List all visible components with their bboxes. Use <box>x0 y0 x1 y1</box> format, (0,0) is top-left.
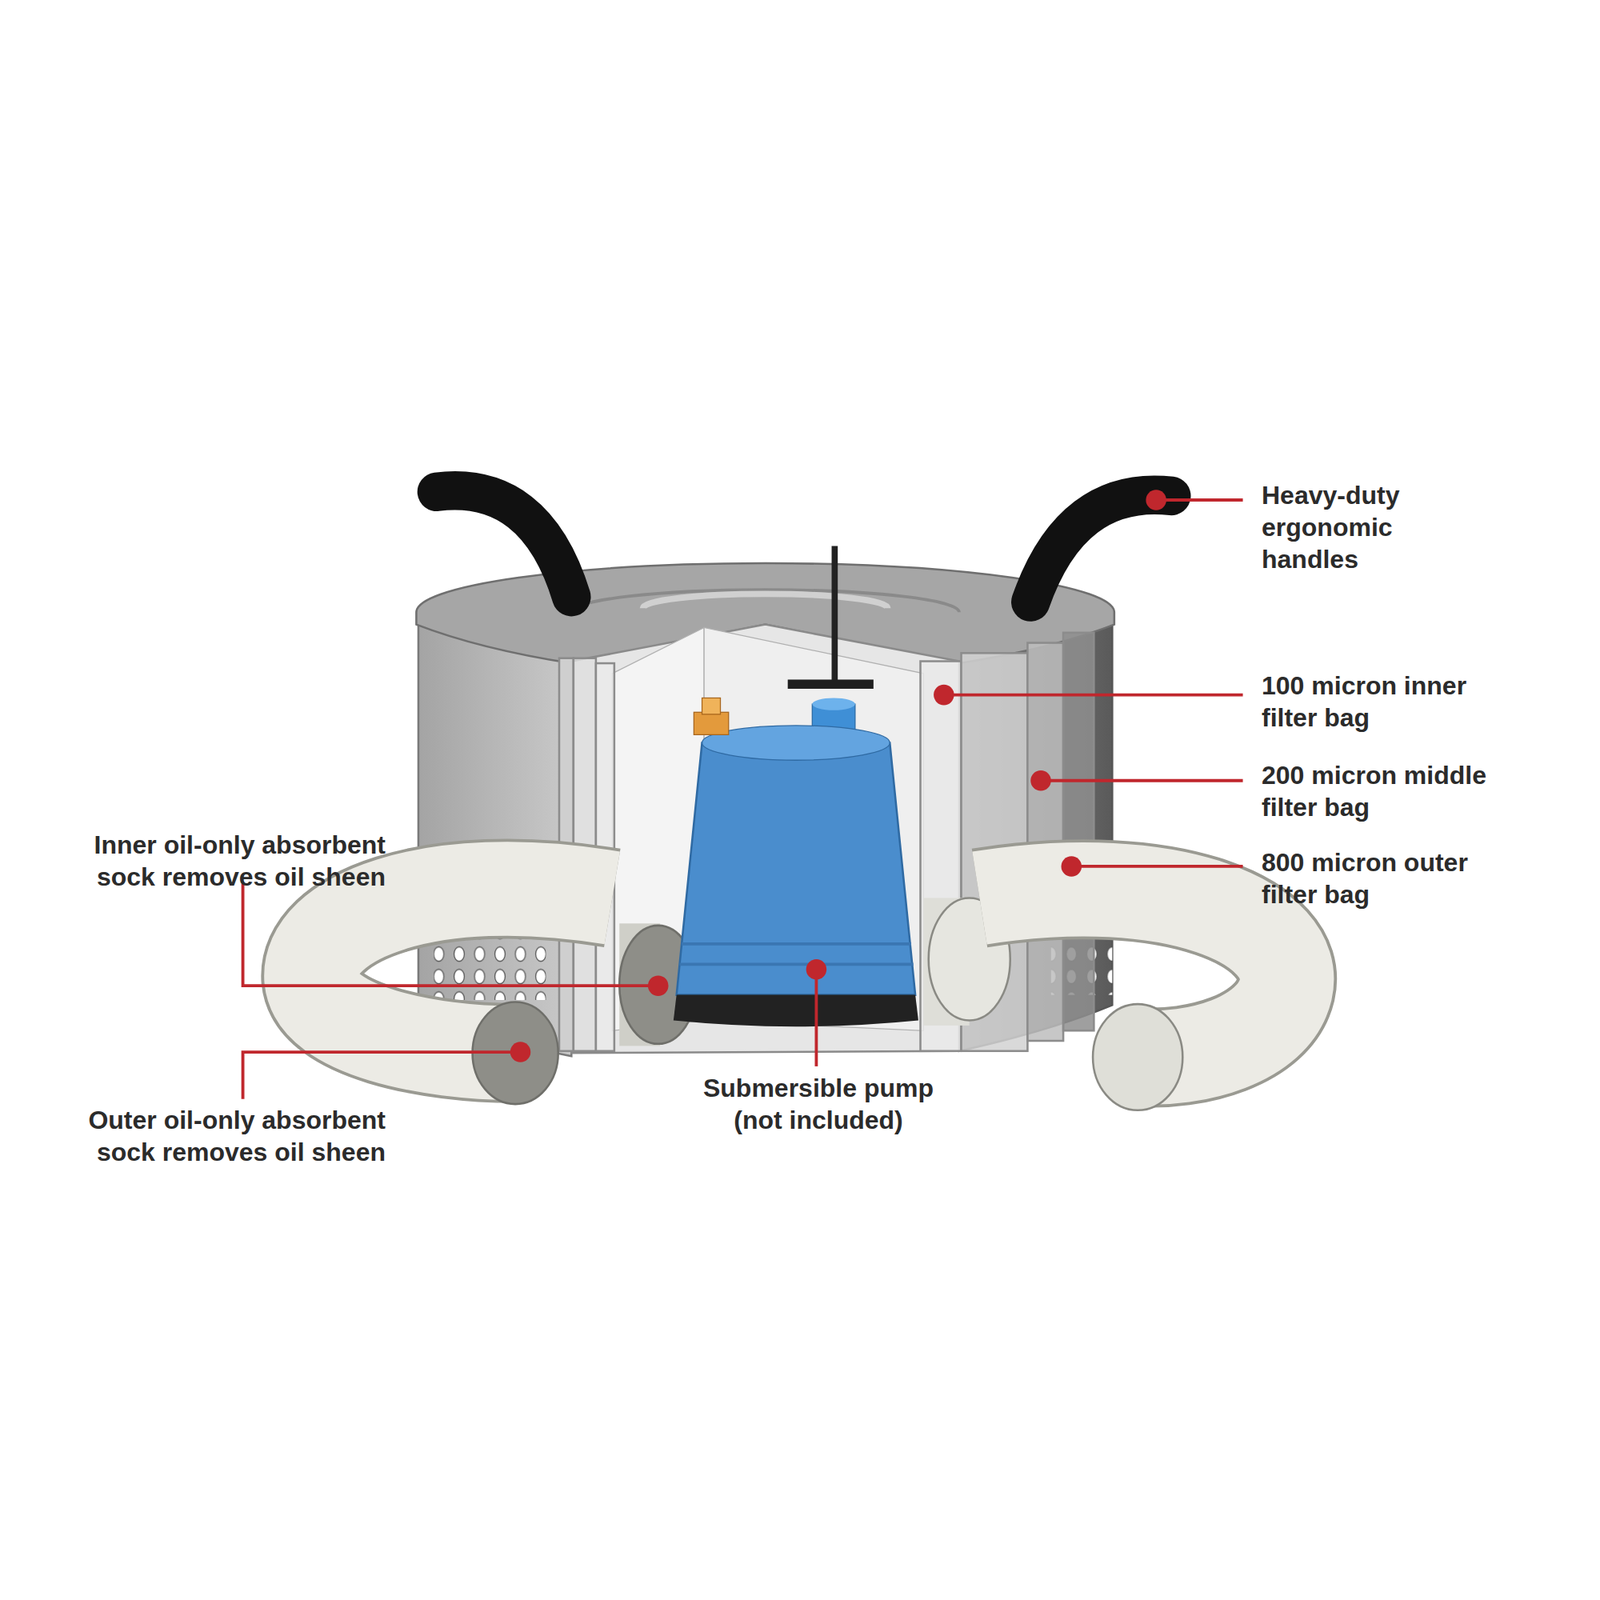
callout-label: 200 micron middle filter bag <box>1261 759 1502 824</box>
callout-label: 800 micron outer filter bag <box>1261 846 1502 911</box>
lid-ring <box>643 593 888 608</box>
absorbent-sock <box>1092 1004 1183 1111</box>
cutaway-interior <box>571 624 960 1054</box>
leader-line <box>1071 864 1243 868</box>
callout-label: Submersible pump (not included) <box>690 1072 947 1136</box>
housing-wall <box>418 612 572 1056</box>
absorbent-sock <box>311 888 612 1053</box>
filter-bag <box>1063 632 1094 1031</box>
absorbent-sock <box>311 888 612 1053</box>
lid-ring <box>571 589 960 612</box>
submersible-pump <box>673 545 919 1027</box>
pump-fitting <box>702 697 721 714</box>
pump-handle <box>788 679 874 688</box>
leader-dot <box>933 684 955 706</box>
leader-line <box>243 884 659 987</box>
leader-lines <box>243 500 1244 1100</box>
leader-line <box>814 969 818 1067</box>
leader-dot <box>1145 489 1167 511</box>
pump-cable <box>832 545 839 686</box>
pump-base <box>673 995 919 1028</box>
pump-ridge <box>679 944 913 965</box>
pump-outlet <box>812 697 856 710</box>
leader-line <box>1040 779 1244 783</box>
leader-line <box>944 693 1244 697</box>
leader-dot <box>1030 770 1052 792</box>
leader-dots <box>510 489 1167 1063</box>
callout-label: Heavy-duty ergonomic handles <box>1261 479 1462 576</box>
callout-label: Outer oil-only absorbent sock removes oi… <box>65 1104 386 1168</box>
pump-body <box>676 743 916 996</box>
leader-dot <box>1061 856 1083 877</box>
leader-dot <box>806 959 828 980</box>
leader-line <box>243 1052 521 1100</box>
pump-body <box>702 725 891 760</box>
callout-label: 100 micron inner filter bag <box>1261 669 1502 734</box>
pump-fitting <box>693 712 728 735</box>
leader-dot <box>510 1041 532 1063</box>
leader-dot <box>648 975 669 996</box>
callout-label: Inner oil-only absorbent sock removes oi… <box>65 828 386 893</box>
leader-line <box>1156 498 1243 502</box>
handle <box>1030 495 1172 603</box>
handle <box>436 490 572 597</box>
